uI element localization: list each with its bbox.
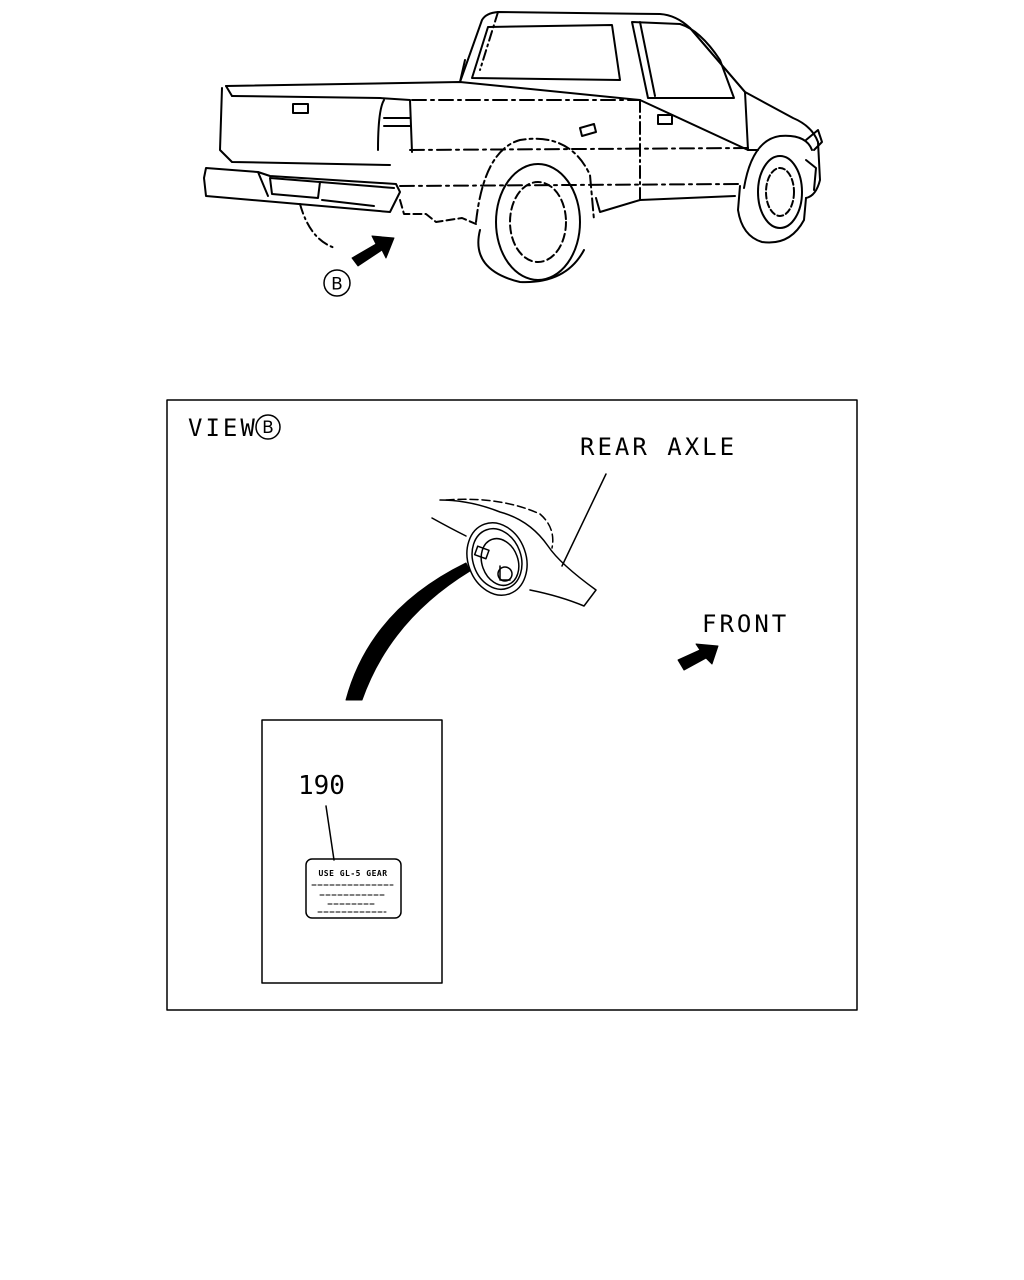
rear-axle-label: REAR AXLE bbox=[580, 433, 737, 461]
view-b-arrow bbox=[351, 235, 395, 267]
front-label: FRONT bbox=[702, 610, 789, 638]
view-b-frame bbox=[166, 399, 858, 1011]
rear-axle-housing bbox=[431, 498, 597, 607]
view-marker-label: B bbox=[262, 418, 274, 438]
callout-b-circle bbox=[323, 269, 351, 297]
view-title: VIEW bbox=[188, 414, 258, 442]
label-detail-box bbox=[261, 719, 443, 984]
front-arrow bbox=[677, 643, 719, 671]
part-number-190: 190 bbox=[298, 771, 345, 801]
rear-axle-leader bbox=[561, 473, 607, 567]
pickup-truck-illustration bbox=[203, 11, 823, 284]
caution-label-text: USE GL-5 GEAR bbox=[318, 869, 387, 878]
label-location-pointer bbox=[345, 562, 471, 701]
part-leader bbox=[325, 805, 335, 861]
callout-b-label: B bbox=[331, 275, 343, 295]
view-marker-circle bbox=[255, 414, 281, 440]
caution-label-decal bbox=[305, 858, 402, 919]
